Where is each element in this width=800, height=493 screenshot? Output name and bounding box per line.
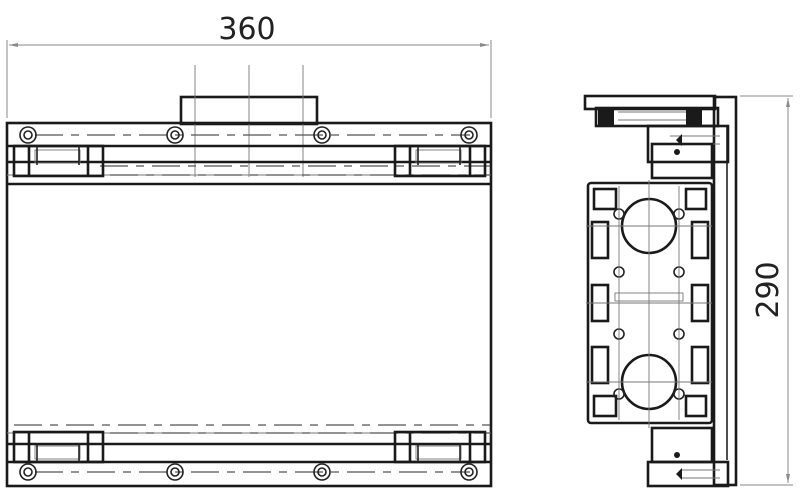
hinge-bottom-left bbox=[12, 430, 105, 464]
front-frame bbox=[5, 121, 493, 488]
height-dimension: 290 bbox=[740, 95, 793, 486]
width-dimension: 360 bbox=[6, 12, 492, 118]
height-dimension-label: 290 bbox=[751, 261, 786, 318]
back-plate bbox=[712, 95, 738, 487]
hinge-top-right bbox=[393, 144, 487, 178]
hinge-bottom-right bbox=[393, 430, 487, 464]
aluminium-profile bbox=[586, 180, 714, 428]
width-dimension-label: 360 bbox=[218, 12, 275, 47]
screw-icon bbox=[460, 463, 478, 481]
front-view: 360 bbox=[5, 12, 493, 488]
screw-icon bbox=[460, 126, 478, 144]
hinge-top-left bbox=[12, 144, 105, 178]
screw-icon bbox=[313, 463, 331, 481]
bottom-bracket bbox=[646, 426, 730, 488]
top-bracket bbox=[583, 94, 730, 180]
side-view: 290 bbox=[583, 94, 793, 488]
screw-icon bbox=[313, 126, 331, 144]
screw-icon bbox=[166, 463, 184, 481]
screw-icon bbox=[19, 463, 37, 481]
screw-icon bbox=[166, 126, 184, 144]
screw-icon bbox=[19, 126, 37, 144]
